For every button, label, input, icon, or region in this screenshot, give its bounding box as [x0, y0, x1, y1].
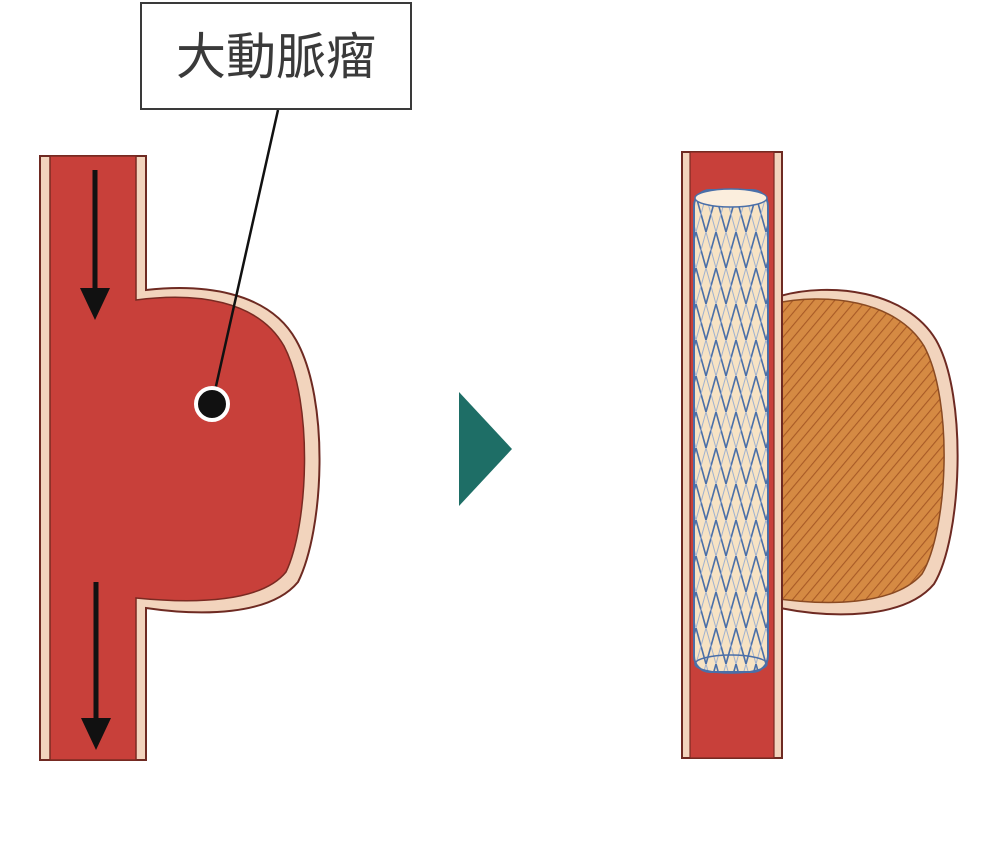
callout-label: 大動脈瘤: [176, 28, 376, 86]
stent-graft-bottom-rim: [694, 654, 768, 674]
arrow-down-icon: [81, 582, 111, 750]
left-vessel-lumen: [49, 155, 306, 761]
thrombosed-aneurysm-sac: [771, 298, 945, 604]
callout-target-dot: [194, 386, 230, 422]
arrow-down-icon: [80, 170, 110, 320]
aneurysm-callout: 大動脈瘤: [140, 2, 412, 422]
stent-graft: [693, 189, 769, 673]
aorta-with-stent-graft: [681, 151, 959, 759]
aorta-with-aneurysm: [39, 155, 321, 761]
triangle-right-icon: [459, 392, 512, 506]
callout-leader-line: [210, 109, 280, 405]
stent-graft-top-rim: [694, 188, 768, 208]
callout-box: [140, 2, 412, 110]
